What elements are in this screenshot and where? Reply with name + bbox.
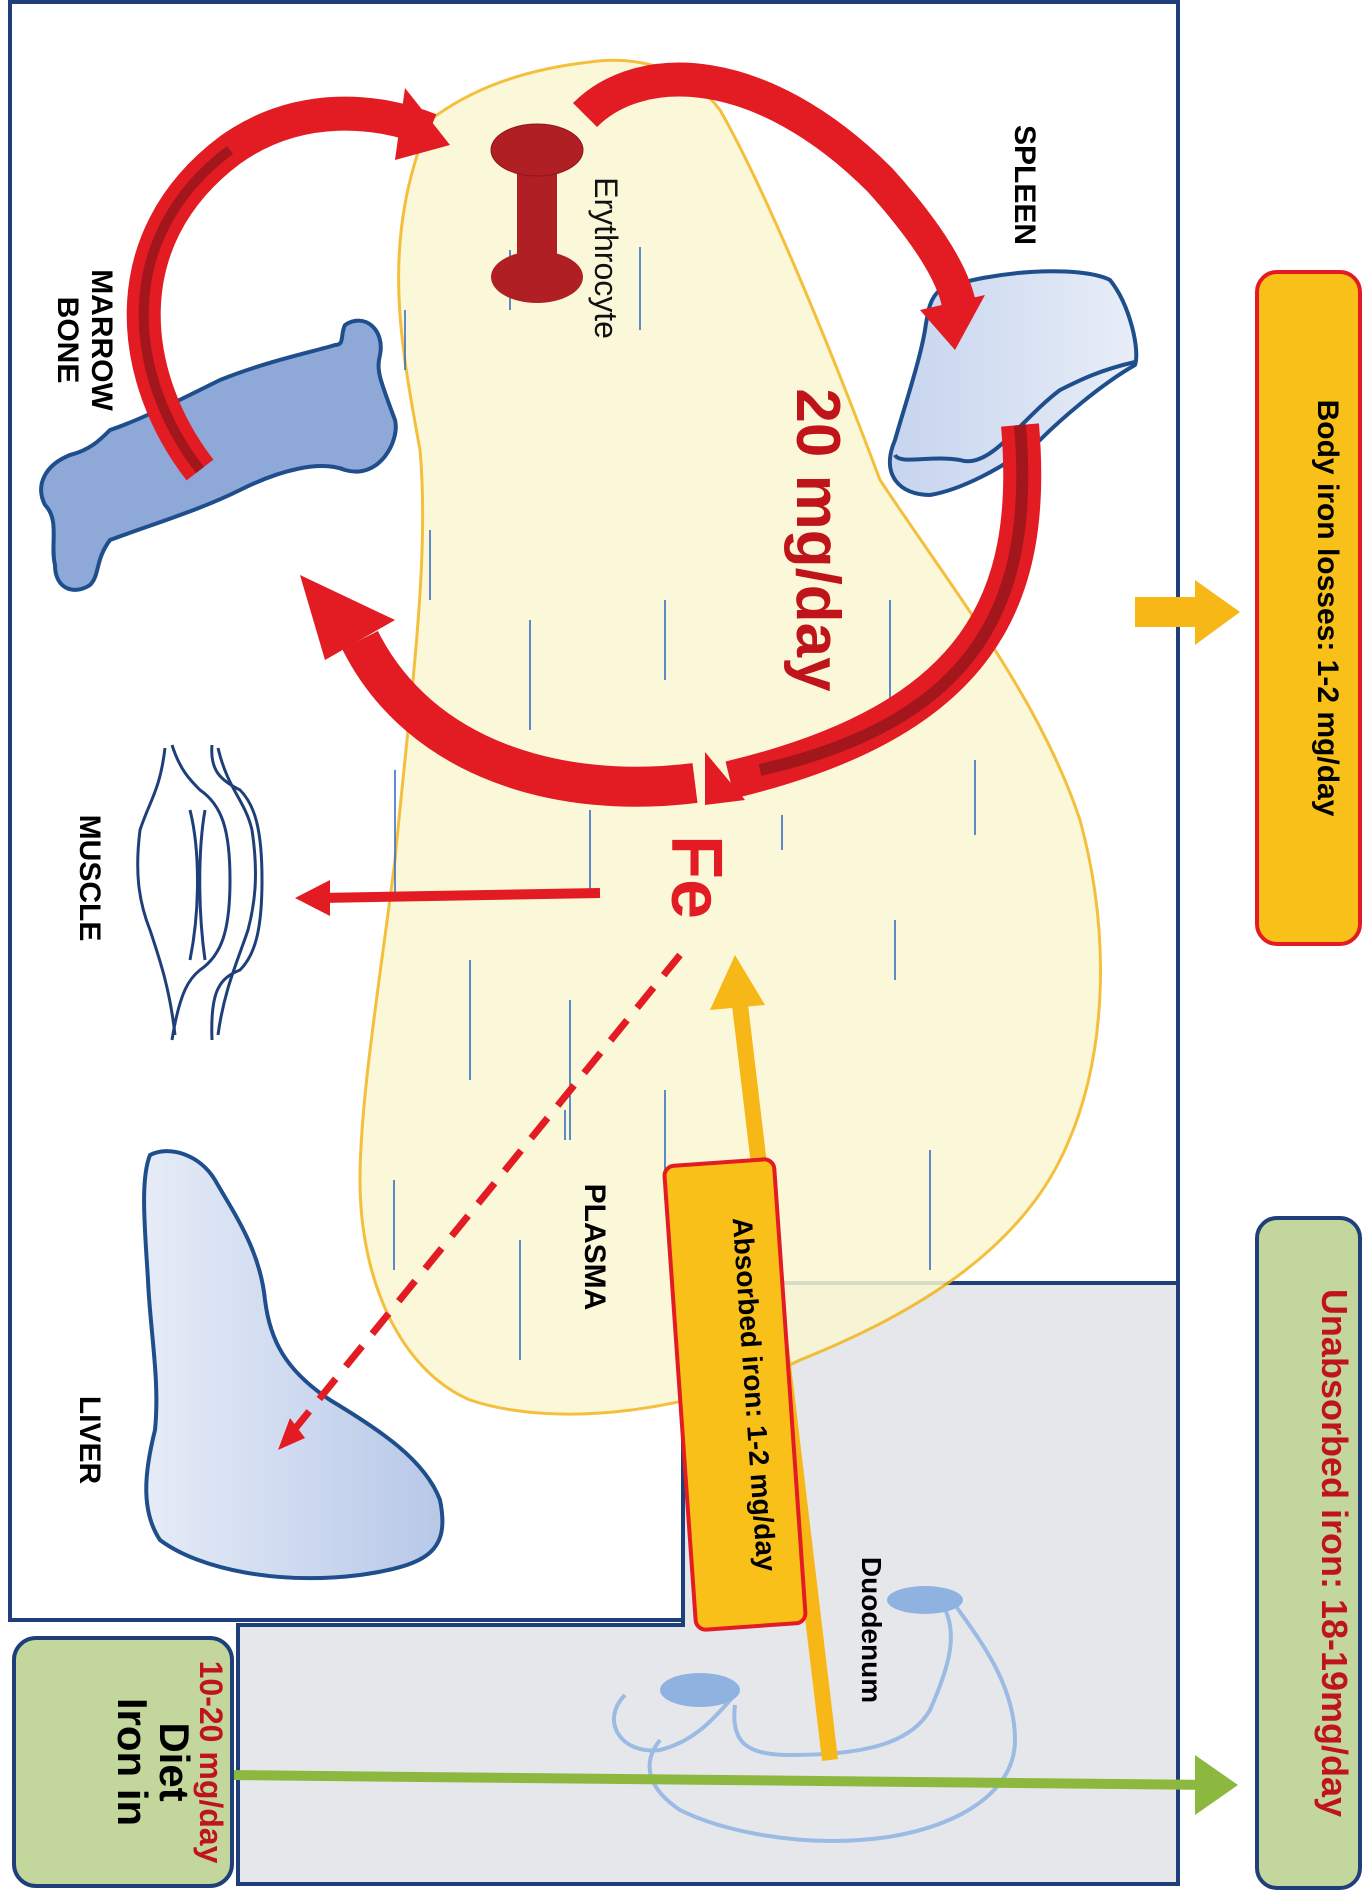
losses-text: Body iron losses: 1-2 mg/day: [1311, 400, 1344, 817]
unabsorbed-text: Unabsorbed iron: 18-19mg/day: [1314, 1289, 1355, 1817]
label-fe: Fe: [656, 835, 736, 919]
label-erythrocyte: Erythrocyte: [588, 177, 624, 339]
label-plasma: PLASMA: [578, 1184, 611, 1311]
label-muscle: MUSCLE: [73, 815, 106, 942]
label-bone-marrow-line1: BONE: [51, 297, 84, 384]
diet-amount: 10-20 mg/day: [193, 1661, 229, 1864]
diet-title-line2: Diet: [151, 1722, 198, 1801]
label-flux: 20 mg/day: [783, 388, 852, 692]
label-bone-marrow-line2: MARROW: [85, 269, 118, 411]
label-spleen: SPLEEN: [1008, 125, 1041, 245]
diet-title-line1: Iron in: [109, 1698, 156, 1826]
label-liver: LIVER: [73, 1396, 106, 1485]
label-duodenum: Duodenum: [856, 1557, 887, 1703]
